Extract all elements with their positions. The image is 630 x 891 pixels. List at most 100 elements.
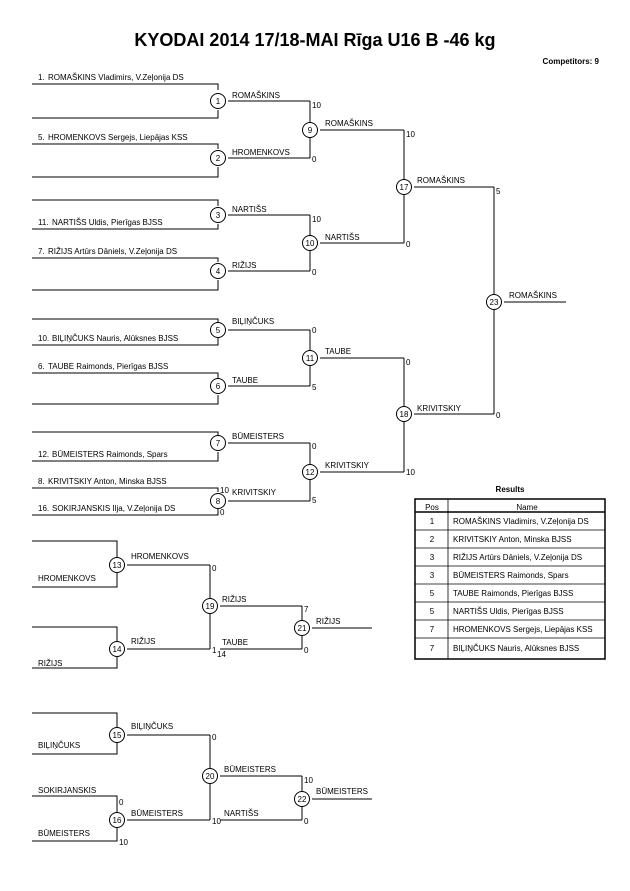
repechage-entry: SOKIRJANSKIS: [38, 786, 96, 795]
entry-name: KRIVITSKIY Anton, Minska BJSS: [48, 477, 167, 486]
match-input-score: 10: [119, 838, 128, 847]
match-node: 23: [486, 294, 502, 310]
entry-seed: 10.: [38, 334, 49, 343]
entry-seed: 5.: [38, 133, 45, 142]
match-winner: NARTIŠS: [325, 233, 360, 242]
results-name: KRIVITSKIY Anton, Minska BJSS: [453, 535, 572, 544]
page-title: KYODAI 2014 17/18-MAI Rīga U16 B -46 kg: [134, 30, 495, 50]
bracket-lines: [32, 83, 566, 842]
match-node: 8: [210, 493, 226, 509]
results-name: HROMENKOVS Sergejs, Liepājas KSS: [453, 625, 593, 634]
match-score: 10: [212, 817, 221, 826]
match-node: 21: [294, 620, 310, 636]
match-winner: TAUBE: [325, 347, 351, 356]
match-node: 2: [210, 150, 226, 166]
match-winner: BŪMEISTERS: [232, 432, 284, 441]
match-score: 0: [406, 240, 411, 249]
match-winner: HROMENKOVS: [232, 148, 290, 157]
match-score: 5: [312, 496, 317, 505]
match-winner: BŪMEISTERS: [224, 765, 276, 774]
match-node: 1: [210, 93, 226, 109]
match-number: 8: [216, 497, 221, 506]
match-node: 16: [109, 812, 125, 828]
match-node: 18: [396, 406, 412, 422]
results-pos: 3: [430, 553, 435, 562]
match-node: 3: [210, 207, 226, 223]
match-number: 18: [400, 410, 409, 419]
match-score: 5: [312, 383, 317, 392]
match-number: 3: [216, 211, 221, 220]
match-winner: KRIVITSKIY: [232, 488, 277, 497]
match-score-sub: 14: [217, 650, 226, 659]
match-node: 14: [109, 641, 125, 657]
repechage-entry: RIŽIJS: [38, 659, 62, 668]
entry-name: NARTIŠS Uldis, Pierīgas BJSS: [52, 218, 163, 227]
match-winner: NARTIŠS: [224, 809, 259, 818]
match-input-score: 0: [220, 508, 225, 517]
results-name: NARTIŠS Uldis, Pierīgas BJSS: [453, 607, 564, 616]
entry-seed: 6.: [38, 362, 45, 371]
match-number: 22: [298, 795, 307, 804]
match-node: 6: [210, 378, 226, 394]
match-winner: ROMAŠKINS: [417, 176, 465, 185]
match-number: 7: [216, 439, 221, 448]
match-winner: TAUBE: [222, 638, 248, 647]
match-number: 13: [113, 561, 122, 570]
results-name: BŪMEISTERS Raimonds, Spars: [453, 571, 569, 580]
match-node: 22: [294, 791, 310, 807]
match-node: 10: [302, 235, 318, 251]
results-name: RIŽIJS Artūrs Dāniels, V.Zeļonija DS: [453, 553, 582, 562]
match-number: 21: [298, 624, 307, 633]
match-number: 10: [306, 239, 315, 248]
entry-name: SOKIRJANSKIS Ilja, V.Zeļonija DS: [52, 504, 175, 513]
match-node: 20: [202, 768, 218, 784]
match-score: 0: [212, 733, 217, 742]
match-number: 17: [400, 183, 409, 192]
match-number: 23: [490, 298, 499, 307]
match-node: 19: [202, 598, 218, 614]
match-number: 11: [306, 354, 315, 363]
entry-seed: 16.: [38, 504, 49, 513]
match-number: 9: [308, 126, 313, 135]
match-input-score: 10: [220, 486, 229, 495]
match-circles: 1 2 3 4 5 6 7 8 9 10 11 12 17 18 23 13 1…: [109, 93, 502, 828]
match-score: 0: [304, 646, 309, 655]
match-score: 0: [496, 411, 501, 420]
match-node: 9: [302, 122, 318, 138]
match-score: 10: [304, 776, 313, 785]
match-node: 17: [396, 179, 412, 195]
entry-seed: 7.: [38, 247, 45, 256]
match-winner: BIĻIŅČUKS: [131, 722, 173, 731]
match-node: 15: [109, 727, 125, 743]
match-score: 7: [304, 605, 309, 614]
entry-name: TAUBE Raimonds, Pierīgas BJSS: [48, 362, 168, 371]
match-score: 0: [312, 442, 317, 451]
match-number: 4: [216, 267, 221, 276]
match-score: 0: [304, 817, 309, 826]
match-input-score: 0: [119, 798, 124, 807]
match-winner: RIŽIJS: [222, 595, 246, 604]
results-pos: 1: [430, 517, 435, 526]
entry-seed: 8.: [38, 477, 45, 486]
match-node: 4: [210, 263, 226, 279]
match-winner: BŪMEISTERS: [316, 787, 368, 796]
results-header-pos: Pos: [425, 503, 439, 512]
match-node: 13: [109, 557, 125, 573]
entry-name: BŪMEISTERS Raimonds, Spars: [52, 450, 168, 459]
match-number: 20: [206, 772, 215, 781]
match-node: 11: [302, 350, 318, 366]
match-score: 0: [312, 155, 317, 164]
match-score: 5: [496, 187, 501, 196]
match-number: 2: [216, 154, 221, 163]
competitors-count: Competitors: 9: [543, 57, 600, 66]
match-winner: RIŽIJS: [232, 261, 256, 270]
match-winner: KRIVITSKIY: [325, 461, 370, 470]
match-winner: HROMENKOVS: [131, 552, 189, 561]
match-score: 0: [312, 268, 317, 277]
match-score: 10: [312, 101, 321, 110]
match-winner: NARTIŠS: [232, 205, 267, 214]
match-score: 10: [406, 130, 415, 139]
match-winner: RIŽIJS: [131, 637, 155, 646]
match-node: 7: [210, 435, 226, 451]
